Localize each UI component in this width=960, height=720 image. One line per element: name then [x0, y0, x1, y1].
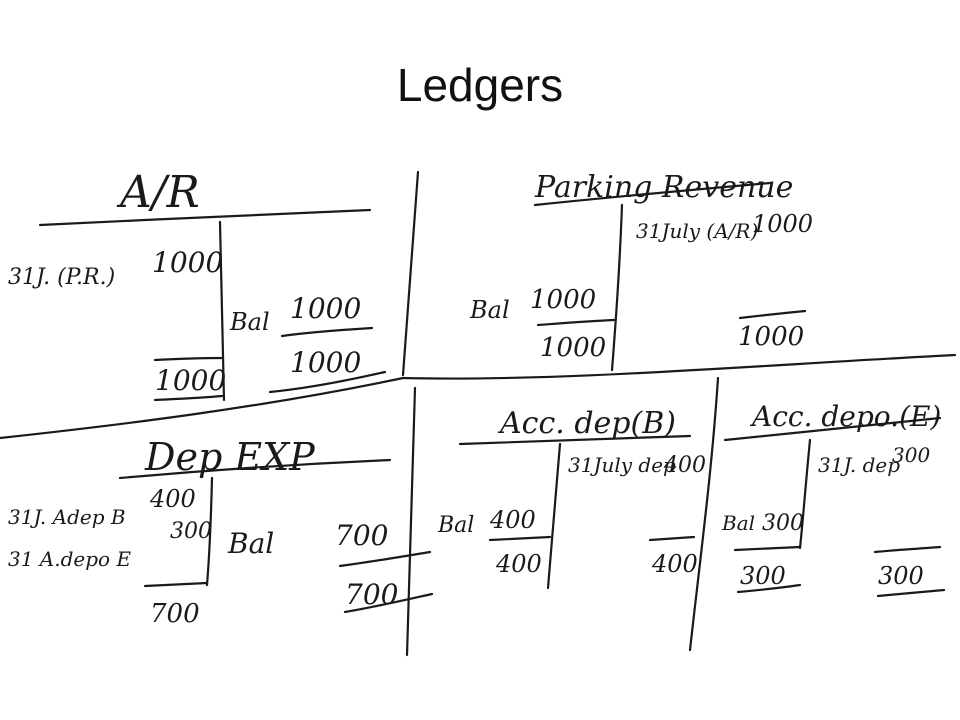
ledger-parking-revenue-credit-label: 31July (A/R) — [636, 219, 758, 243]
divider-right-vertical — [688, 376, 720, 652]
ledger-ar-debit-total-underline — [153, 394, 224, 402]
ledger-parking-revenue-top-rule — [533, 181, 772, 207]
ledger-parking-revenue-name: Parking Revenue — [534, 170, 793, 205]
ledger-acc-dep-e-debit-total: 300 — [740, 562, 786, 590]
ledger-ar: A/R 31J. (P.R.) 1000 Bal 1000 1000 1000 — [8, 167, 387, 402]
ledger-ar-debit-total-rule — [153, 356, 224, 362]
ledger-acc-dep-b-debit-amount: 400 — [489, 506, 536, 534]
divider-left-vertical — [401, 170, 420, 377]
ledger-ar-name: A/R — [116, 167, 200, 218]
ledger-acc-dep-e-credit-total-rule — [873, 545, 942, 554]
ledger-dep-exp-name: Dep EXP — [144, 435, 316, 479]
ledger-acc-dep-e-top-rule — [723, 416, 942, 442]
ledger-parking-revenue-credit-total-rule — [738, 309, 807, 320]
ledger-parking-revenue-debit-label: Bal — [469, 296, 510, 324]
ledger-parking-revenue-debit-total-rule — [536, 318, 616, 327]
ledger-acc-dep-e-debit-label: Bal — [721, 511, 755, 535]
ledger-acc-dep-b-top-rule — [458, 434, 692, 446]
ledger-dep-exp-credit-amount: 700 — [335, 519, 388, 552]
ledger-ar-top-rule — [38, 208, 372, 227]
ledger-acc-dep-e-debit-total-underline — [736, 583, 802, 594]
ledger-dep-exp-debit-total-rule — [143, 581, 209, 588]
ledger-parking-revenue: Parking Revenue Bal 1000 31July (A/R) 10… — [469, 170, 813, 372]
ledger-dep-exp-credit-total-underline — [343, 592, 434, 614]
ledger-acc-dep-e-debit-amount: 300 — [762, 511, 804, 536]
ledger-dep-exp-credit-total-rule — [338, 550, 432, 568]
ledger-acc-dep-b-credit-total: 400 — [651, 550, 698, 578]
ledger-dep-exp-debit-2-amount: 300 — [170, 519, 212, 544]
ledger-dep-exp-credit-total: 700 — [345, 578, 398, 611]
divider-lower-vertical — [405, 386, 417, 657]
ledger-acc-dep-b-center-rule — [546, 442, 562, 590]
page-title: Ledgers — [396, 59, 564, 111]
ledger-acc-dep-e-debit-total-rule — [733, 545, 802, 552]
ledger-acc-dep-e-credit-total-underline — [876, 588, 946, 598]
ledger-ar-credit-total: 1000 — [290, 346, 361, 379]
ledger-dep-exp-debit-total: 700 — [150, 599, 200, 629]
ledger-acc-dep-b-name: Acc. dep(B) — [497, 406, 676, 441]
ledger-ar-credit-total-rule — [280, 326, 374, 338]
ledger-acc-dep-e-credit-amount: 300 — [892, 443, 930, 467]
ledger-dep-exp-credit-label: Bal — [227, 527, 274, 560]
ledger-dep-exp: Dep EXP 31J. Adep B 400 31 A.depo E 300 … — [8, 435, 434, 629]
ledger-parking-revenue-center-rule — [610, 203, 624, 372]
ledger-acc-dep-e: Acc. depo.(E) Bal 300 31J. dep 300 300 3… — [721, 400, 946, 598]
ledger-acc-dep-b: Acc. dep(B) Bal 400 31July dep 400 400 4… — [437, 406, 706, 590]
ledger-dep-exp-top-rule — [118, 458, 392, 480]
ledger-ar-credit-total-underline — [268, 370, 387, 394]
ledger-acc-dep-b-credit-amount: 400 — [663, 453, 706, 478]
ledger-ar-credit-amount: 1000 — [290, 292, 361, 325]
ledger-acc-dep-b-debit-total-rule — [488, 535, 552, 542]
ledger-acc-dep-e-credit-total: 300 — [878, 562, 924, 590]
ledger-ar-debit-amount: 1000 — [152, 246, 223, 279]
ledger-parking-revenue-debit-total: 1000 — [540, 333, 606, 363]
ledger-acc-dep-b-credit-label: 31July dep — [568, 453, 676, 477]
ledger-acc-dep-b-debit-label: Bal — [437, 513, 474, 538]
divider-top-horizontal — [0, 353, 957, 440]
ledger-ar-debit-total: 1000 — [155, 364, 226, 397]
ledger-acc-dep-b-credit-total-rule — [648, 535, 696, 542]
ledger-dep-exp-debit-2-label: 31 A.depo E — [8, 547, 131, 571]
ledger-dep-exp-debit-1-label: 31J. Adep B — [8, 505, 126, 529]
ledger-parking-revenue-credit-amount: 1000 — [752, 210, 813, 238]
ledger-dep-exp-center-rule — [205, 476, 214, 587]
ledger-parking-revenue-credit-total: 1000 — [738, 322, 804, 352]
ledger-ar-debit-label: 31J. (P.R.) — [8, 265, 115, 290]
ledger-acc-dep-e-center-rule — [798, 438, 812, 550]
ledger-acc-dep-b-debit-total: 400 — [495, 550, 542, 578]
ledger-ar-credit-label: Bal — [229, 308, 270, 336]
ledger-acc-dep-e-credit-label: 31J. dep — [818, 453, 900, 477]
ledger-ar-center-rule — [218, 220, 226, 402]
ledger-parking-revenue-debit-amount: 1000 — [530, 285, 596, 315]
ledger-dep-exp-debit-1-amount: 400 — [149, 485, 196, 513]
